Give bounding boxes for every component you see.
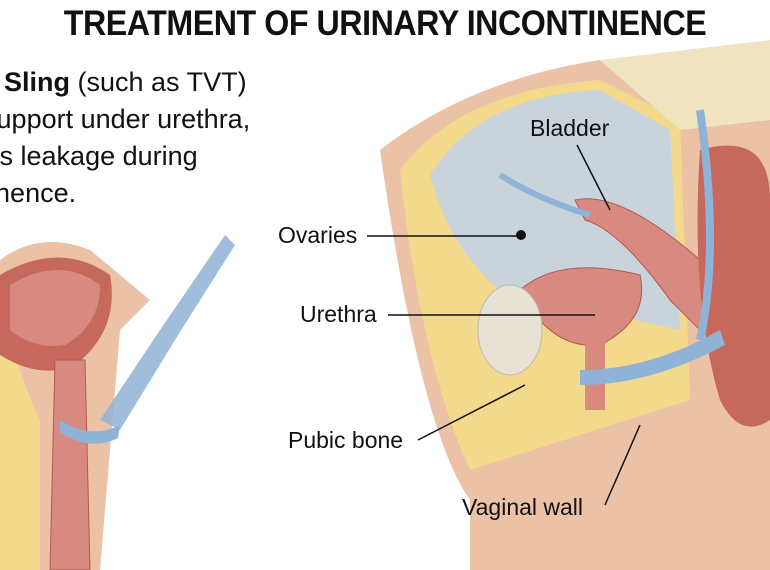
- label-bladder: Bladder: [530, 115, 610, 141]
- label-urethra: Urethra: [300, 301, 377, 327]
- description-text: thral Sling (such as TVT) ent support un…: [0, 64, 250, 212]
- description-line-3: whicts leakage during: [0, 141, 198, 171]
- label-ovaries: Ovaries: [278, 222, 358, 248]
- description-line-2: ent support under urethra,: [0, 104, 251, 134]
- page-title: TREATMENT OF URINARY INCONTINENCE: [63, 4, 707, 43]
- description-line-1: thral Sling (such as TVT): [0, 64, 250, 101]
- sagittal-pelvis-illustration: [380, 40, 770, 570]
- label-leader-lines: [367, 144, 641, 506]
- frontal-bladder-illustration: [0, 235, 235, 570]
- label-vaginal-wall: Vaginal wall: [462, 494, 584, 520]
- description-line-4: continence.: [0, 178, 77, 208]
- sling-example: (such as TVT): [70, 67, 247, 97]
- label-pubic-bone: Pubic bone: [288, 427, 404, 453]
- sling-name: thral Sling: [0, 67, 71, 97]
